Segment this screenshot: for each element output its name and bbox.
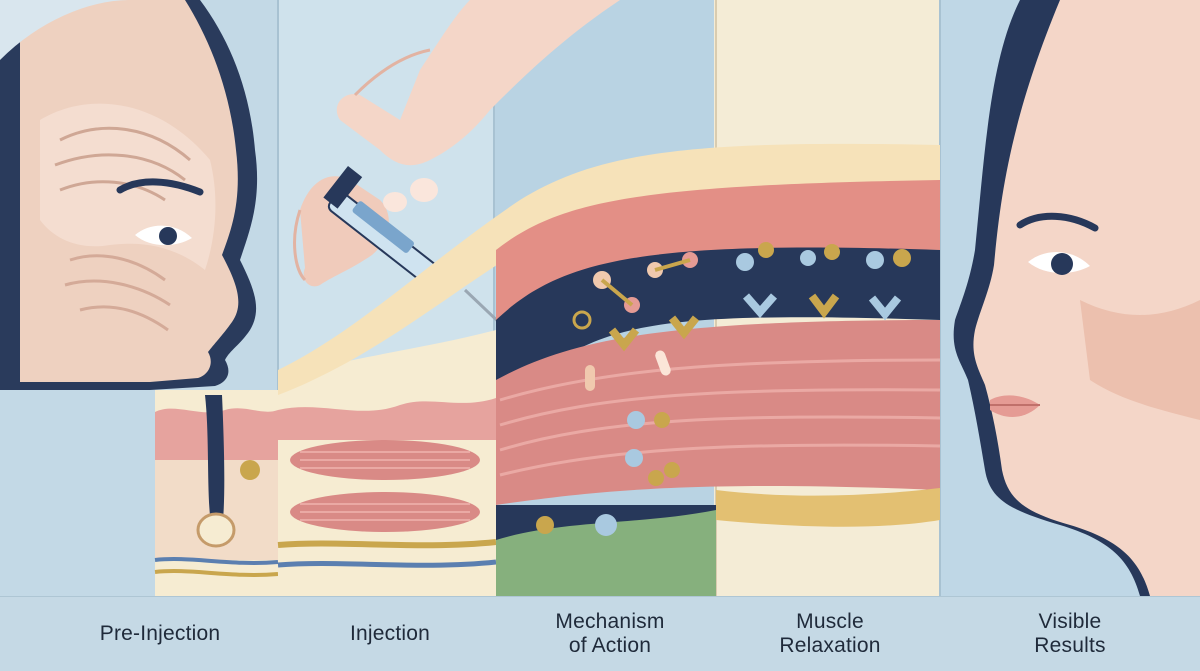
hand-with-syringe xyxy=(293,0,620,287)
stage-label-pre-injection: Pre-Injection xyxy=(40,597,280,671)
stage-label-line: Visible xyxy=(1038,610,1102,633)
stage-label-line: Pre-Injection xyxy=(99,622,221,645)
illustration xyxy=(0,0,1200,596)
injection-muscle-layer xyxy=(277,330,497,596)
stage-label-injection: Injection xyxy=(280,597,500,671)
stage-label-line: Relaxation xyxy=(779,634,881,657)
stage-label-line: Injection xyxy=(349,622,431,645)
stage-labels: Pre-Injection Injection Mechanism of Act… xyxy=(0,596,1200,671)
stage-label-relaxation: Muscle Relaxation xyxy=(720,597,940,671)
stage-label-line: Mechanism xyxy=(555,610,665,633)
stage-label-mechanism: Mechanism of Action xyxy=(500,597,720,671)
youthful-face-profile xyxy=(953,0,1200,596)
stage-label-line: Results xyxy=(1034,634,1106,657)
toxin-molecules xyxy=(536,242,911,536)
stage-label-results: Visible Results xyxy=(940,597,1200,671)
muscle-tissue xyxy=(278,143,941,596)
skin-cross-section xyxy=(154,390,279,596)
stage-label-line: of Action xyxy=(568,634,652,657)
stage-label-line: Muscle xyxy=(796,610,864,633)
aged-face-profile xyxy=(0,0,258,390)
